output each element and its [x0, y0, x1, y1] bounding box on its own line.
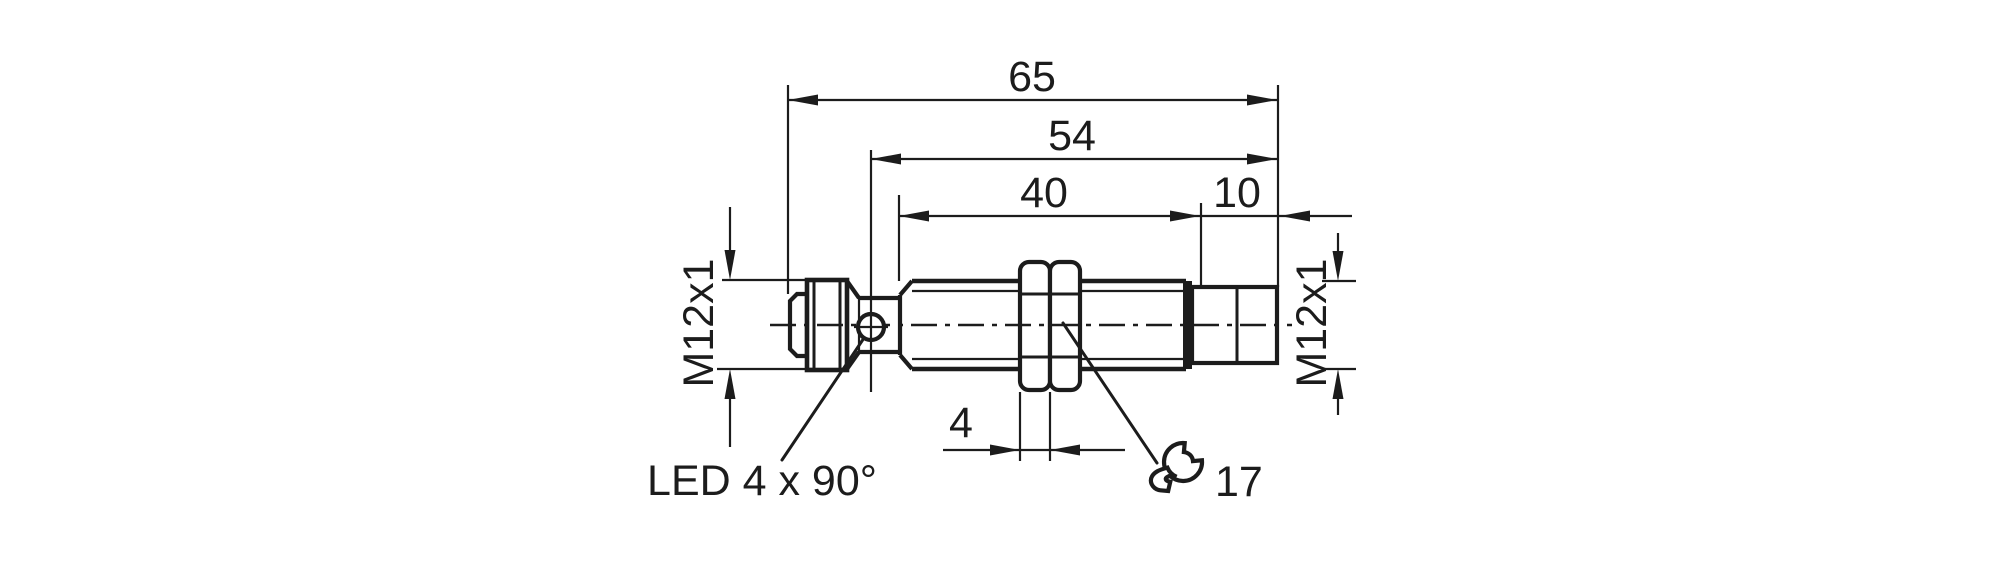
barrel-chamfer-bottom [898, 353, 914, 371]
arrowhead-left [899, 210, 929, 222]
led-note-label: LED 4 x 90° [647, 457, 877, 505]
arrowhead-left [871, 153, 901, 165]
thread-spec-label: M12x1 [1288, 258, 1336, 387]
arrowhead-right-external [1050, 444, 1080, 456]
dimension-value: 10 [1213, 169, 1261, 217]
chamfer-bottom [845, 350, 861, 371]
extension-lines [786, 85, 1280, 461]
led-leader-line [780, 336, 866, 462]
wrench-icon [1148, 440, 1205, 494]
wrench-callout: 17 [1061, 321, 1263, 506]
dimension-thread-left: M12x1 [675, 207, 813, 447]
dimension-value: 54 [1048, 112, 1096, 160]
arrowhead-left [788, 94, 818, 106]
dimension-nut-width: 4 [943, 399, 1125, 456]
wrench-leader-line [1061, 321, 1159, 465]
dimension-value: 4 [949, 399, 973, 447]
sensor-body [770, 259, 1292, 393]
dimension-led-position: 54 [871, 112, 1277, 165]
dimension-front-length: 10 [1201, 169, 1352, 222]
wrench-handle [1148, 465, 1178, 494]
arrowhead-up [1332, 369, 1344, 399]
dimension-thread-right: M12x1 [1288, 233, 1356, 415]
arrowhead-up [724, 369, 736, 399]
thread-shoulder [1183, 281, 1192, 369]
dimension-thread-length: 40 [899, 169, 1200, 222]
dimension-value: 65 [1008, 53, 1056, 101]
barrel-chamfer-top [898, 279, 914, 297]
arrowhead-right [1247, 153, 1277, 165]
wrench-size-label: 17 [1215, 458, 1263, 506]
arrowhead-down [1332, 251, 1344, 281]
thread-spec-label: M12x1 [675, 258, 723, 387]
arrowhead-external [1280, 210, 1310, 222]
wrench-jaw [1161, 440, 1205, 484]
dimension-overall-length: 65 [788, 53, 1277, 106]
arrowhead-right [1170, 210, 1200, 222]
arrowhead-down [724, 250, 736, 280]
chamfer-top [845, 279, 861, 300]
dimension-value: 40 [1020, 169, 1068, 217]
led-callout: LED 4 x 90° [647, 336, 877, 505]
arrowhead-left-external [990, 444, 1020, 456]
arrowhead-right [1247, 94, 1277, 106]
